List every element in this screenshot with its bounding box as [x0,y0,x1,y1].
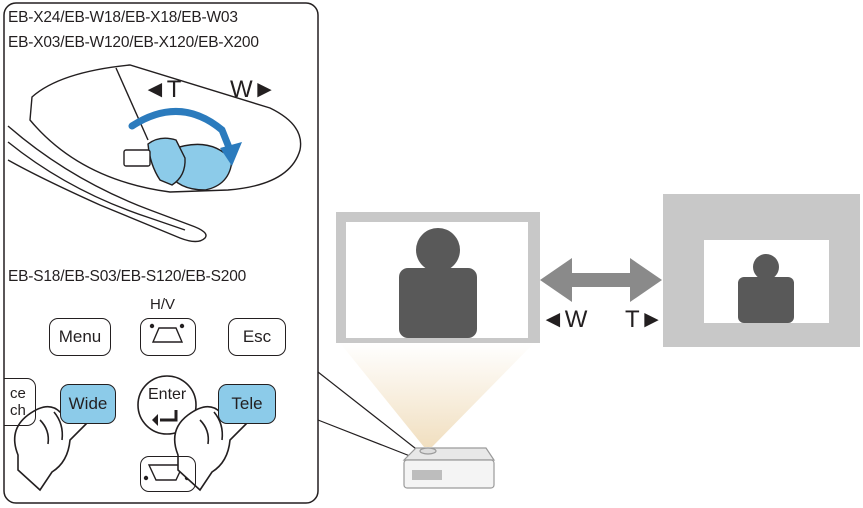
hv-keystone-button[interactable] [140,318,196,356]
enter-button[interactable]: Enter [148,386,187,403]
rotation-arrow [128,107,234,154]
projector-icon [402,447,496,489]
search-partial-line1: ce [10,385,26,402]
wide-direction-label: ◄W [541,306,588,333]
search-button-partial[interactable]: ce ch [4,378,36,426]
esc-button[interactable]: Esc [228,318,286,356]
models-bottom: EB-S18/EB-S03/EB-S120/EB-S200 [8,268,247,285]
rotation-arrow-head [220,142,242,166]
tele-button[interactable]: Tele [218,384,276,424]
search-partial-line2: ch [10,402,26,419]
zoom-double-arrow [540,258,662,302]
models-top-line1: EB-X24/EB-W18/EB-X18/EB-W03 [8,9,238,26]
menu-button[interactable]: Menu [49,318,111,356]
tele-direction-label: T► [625,306,664,333]
zoom-lever [123,137,233,191]
ring-tele-label: ◄T [143,76,182,103]
models-top-line2: EB-X03/EB-W120/EB-X120/EB-X200 [8,34,259,51]
ring-wide-label: W► [230,76,277,103]
callout-lines [317,371,421,457]
wide-button[interactable]: Wide [60,384,116,424]
person-figure-small [738,254,794,323]
projection-beam [340,343,534,447]
hv-label: H/V [150,296,176,313]
person-figure-large [399,228,477,338]
keystone-down-button[interactable] [140,456,196,492]
enter-return-icon [160,410,178,422]
keystone-up-icon [149,323,185,343]
